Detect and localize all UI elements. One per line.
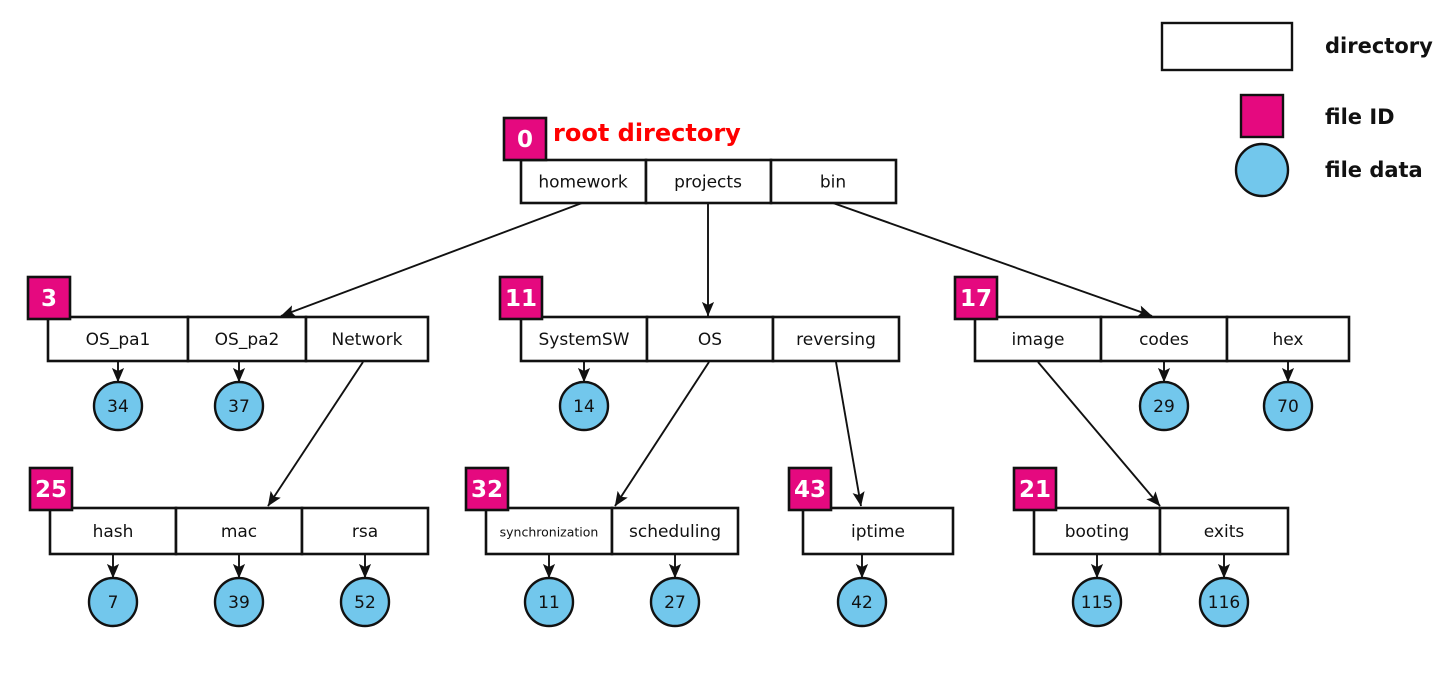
file-data-label-42: 42 xyxy=(851,593,873,613)
file-data-label-116: 116 xyxy=(1208,593,1240,613)
file-data-circle-39[interactable] xyxy=(213,576,265,628)
file-data-circle-14[interactable] xyxy=(558,380,610,432)
file-data-circle-115[interactable] xyxy=(1071,576,1123,628)
dir-cell-label-os: OS xyxy=(698,330,722,350)
dir-cell-label-image: image xyxy=(1012,330,1065,350)
dir-cell-label-scheduling: scheduling xyxy=(629,522,721,542)
dir-cell-reversing[interactable] xyxy=(771,315,901,363)
dir-cell-label-iptime: iptime xyxy=(851,522,905,542)
file-data-circle-29[interactable] xyxy=(1138,380,1190,432)
file-data-circle-27[interactable] xyxy=(649,576,701,628)
file-data-label-52: 52 xyxy=(354,593,376,613)
dir-cell-label-os-pa1: OS_pa1 xyxy=(86,330,151,350)
dir-cell-label-codes: codes xyxy=(1139,330,1189,350)
file-data-label-11: 11 xyxy=(538,593,560,613)
file-data-label-37: 37 xyxy=(228,397,250,417)
legend-label-file-data: file data xyxy=(1325,158,1423,182)
file-id-badge-label-0: 0 xyxy=(517,127,533,153)
dir-cell-label-reversing: reversing xyxy=(796,330,876,350)
dir-cell-label-projects: projects xyxy=(674,173,742,193)
edge-bin-to-node17 xyxy=(832,202,1153,318)
file-id-badge-3[interactable] xyxy=(26,275,72,321)
node-0[interactable]: root directory homework projects bin 0 xyxy=(502,116,898,205)
node-43[interactable]: iptime 43 42 xyxy=(787,466,955,628)
edge-network-to-node25 xyxy=(267,361,364,507)
node-3[interactable]: OS_pa1 OS_pa2 Network 3 34 37 xyxy=(26,275,430,432)
legend: directory file ID file data xyxy=(1160,21,1433,198)
dir-cell-iptime[interactable] xyxy=(801,506,955,556)
dir-cell-bin[interactable] xyxy=(769,158,898,205)
file-id-badge-label-32: 32 xyxy=(471,477,503,503)
legend-label-file-id: file ID xyxy=(1325,105,1395,129)
edge-os-to-node32 xyxy=(614,361,710,507)
file-id-badge-label-11: 11 xyxy=(505,286,537,312)
file-data-label-7: 7 xyxy=(108,593,119,613)
root-directory-title: root directory xyxy=(553,119,741,147)
dir-cell-label-mac: mac xyxy=(221,522,257,542)
file-id-badge-label-3: 3 xyxy=(41,286,57,312)
file-data-label-29: 29 xyxy=(1153,397,1175,417)
dir-cell-label-exits: exits xyxy=(1204,522,1245,542)
file-data-circle-34[interactable] xyxy=(92,380,144,432)
legend-file-id-icon xyxy=(1239,93,1285,139)
dir-cell-label-synchronization: synchronization xyxy=(500,525,599,540)
file-id-badge-label-21: 21 xyxy=(1019,477,1051,503)
file-data-circle-11[interactable] xyxy=(523,576,575,628)
file-data-circle-37[interactable] xyxy=(213,380,265,432)
file-data-circle-52[interactable] xyxy=(339,576,391,628)
file-id-badge-32[interactable] xyxy=(464,466,510,512)
file-id-badge-25[interactable] xyxy=(28,466,74,512)
dir-cell-label-os-pa2: OS_pa2 xyxy=(215,330,280,350)
edge-layer xyxy=(267,202,1161,507)
file-data-label-115: 115 xyxy=(1081,593,1113,613)
legend-file-data-icon xyxy=(1234,142,1290,198)
file-id-badge-17[interactable] xyxy=(953,275,999,321)
dir-cell-hex[interactable] xyxy=(1225,315,1351,363)
file-data-circle-116[interactable] xyxy=(1198,576,1250,628)
file-id-badge-label-17: 17 xyxy=(960,286,992,312)
file-data-label-34: 34 xyxy=(107,397,129,417)
dir-cell-label-systemsw: SystemSW xyxy=(539,330,630,350)
dir-cell-scheduling[interactable] xyxy=(610,506,740,556)
file-id-badge-label-43: 43 xyxy=(794,477,826,503)
dir-cell-codes[interactable] xyxy=(1099,315,1229,363)
dir-cell-label-hex: hex xyxy=(1273,330,1304,350)
dir-cell-label-booting: booting xyxy=(1065,522,1130,542)
node-32[interactable]: synchronization scheduling 32 11 27 xyxy=(464,466,740,628)
dir-cell-projects[interactable] xyxy=(644,158,773,205)
dir-cell-label-rsa: rsa xyxy=(352,522,378,542)
dir-cell-label-network: Network xyxy=(332,330,403,350)
dir-cell-label-bin: bin xyxy=(820,173,846,193)
legend-directory-icon xyxy=(1160,21,1294,72)
file-id-badge-11[interactable] xyxy=(498,275,544,321)
node-25[interactable]: hash mac rsa 25 7 39 52 xyxy=(28,466,430,628)
node-11[interactable]: SystemSW OS reversing 11 14 xyxy=(498,275,901,432)
dir-cell-os-pa2[interactable] xyxy=(186,315,308,363)
file-id-badge-21[interactable] xyxy=(1012,466,1058,512)
file-data-circle-70[interactable] xyxy=(1262,380,1314,432)
file-data-circle-42[interactable] xyxy=(836,576,888,628)
edge-homework-to-node3 xyxy=(280,202,583,317)
dir-cell-network[interactable] xyxy=(304,315,430,363)
file-id-badge-label-25: 25 xyxy=(35,477,67,503)
dir-cell-os-pa1[interactable] xyxy=(46,315,190,363)
file-id-badge-43[interactable] xyxy=(787,466,833,512)
node-17[interactable]: image codes hex 17 29 70 xyxy=(953,275,1351,432)
file-data-label-70: 70 xyxy=(1277,397,1299,417)
dir-cell-booting[interactable] xyxy=(1032,506,1162,556)
dir-cell-homework[interactable] xyxy=(519,158,648,205)
file-data-label-39: 39 xyxy=(228,593,250,613)
node-21[interactable]: booting exits 21 115 116 xyxy=(1012,466,1290,628)
dir-cell-label-homework: homework xyxy=(538,173,627,193)
file-data-label-14: 14 xyxy=(573,397,595,417)
legend-label-directory: directory xyxy=(1325,34,1433,58)
file-data-circle-7[interactable] xyxy=(87,576,139,628)
dir-cell-rsa[interactable] xyxy=(300,506,430,556)
dir-cell-label-hash: hash xyxy=(93,522,134,542)
file-id-badge-0[interactable] xyxy=(502,116,548,162)
edge-reversing-to-node43 xyxy=(835,361,865,507)
file-data-label-27: 27 xyxy=(664,593,686,613)
edge-image-to-node21 xyxy=(1037,361,1161,507)
